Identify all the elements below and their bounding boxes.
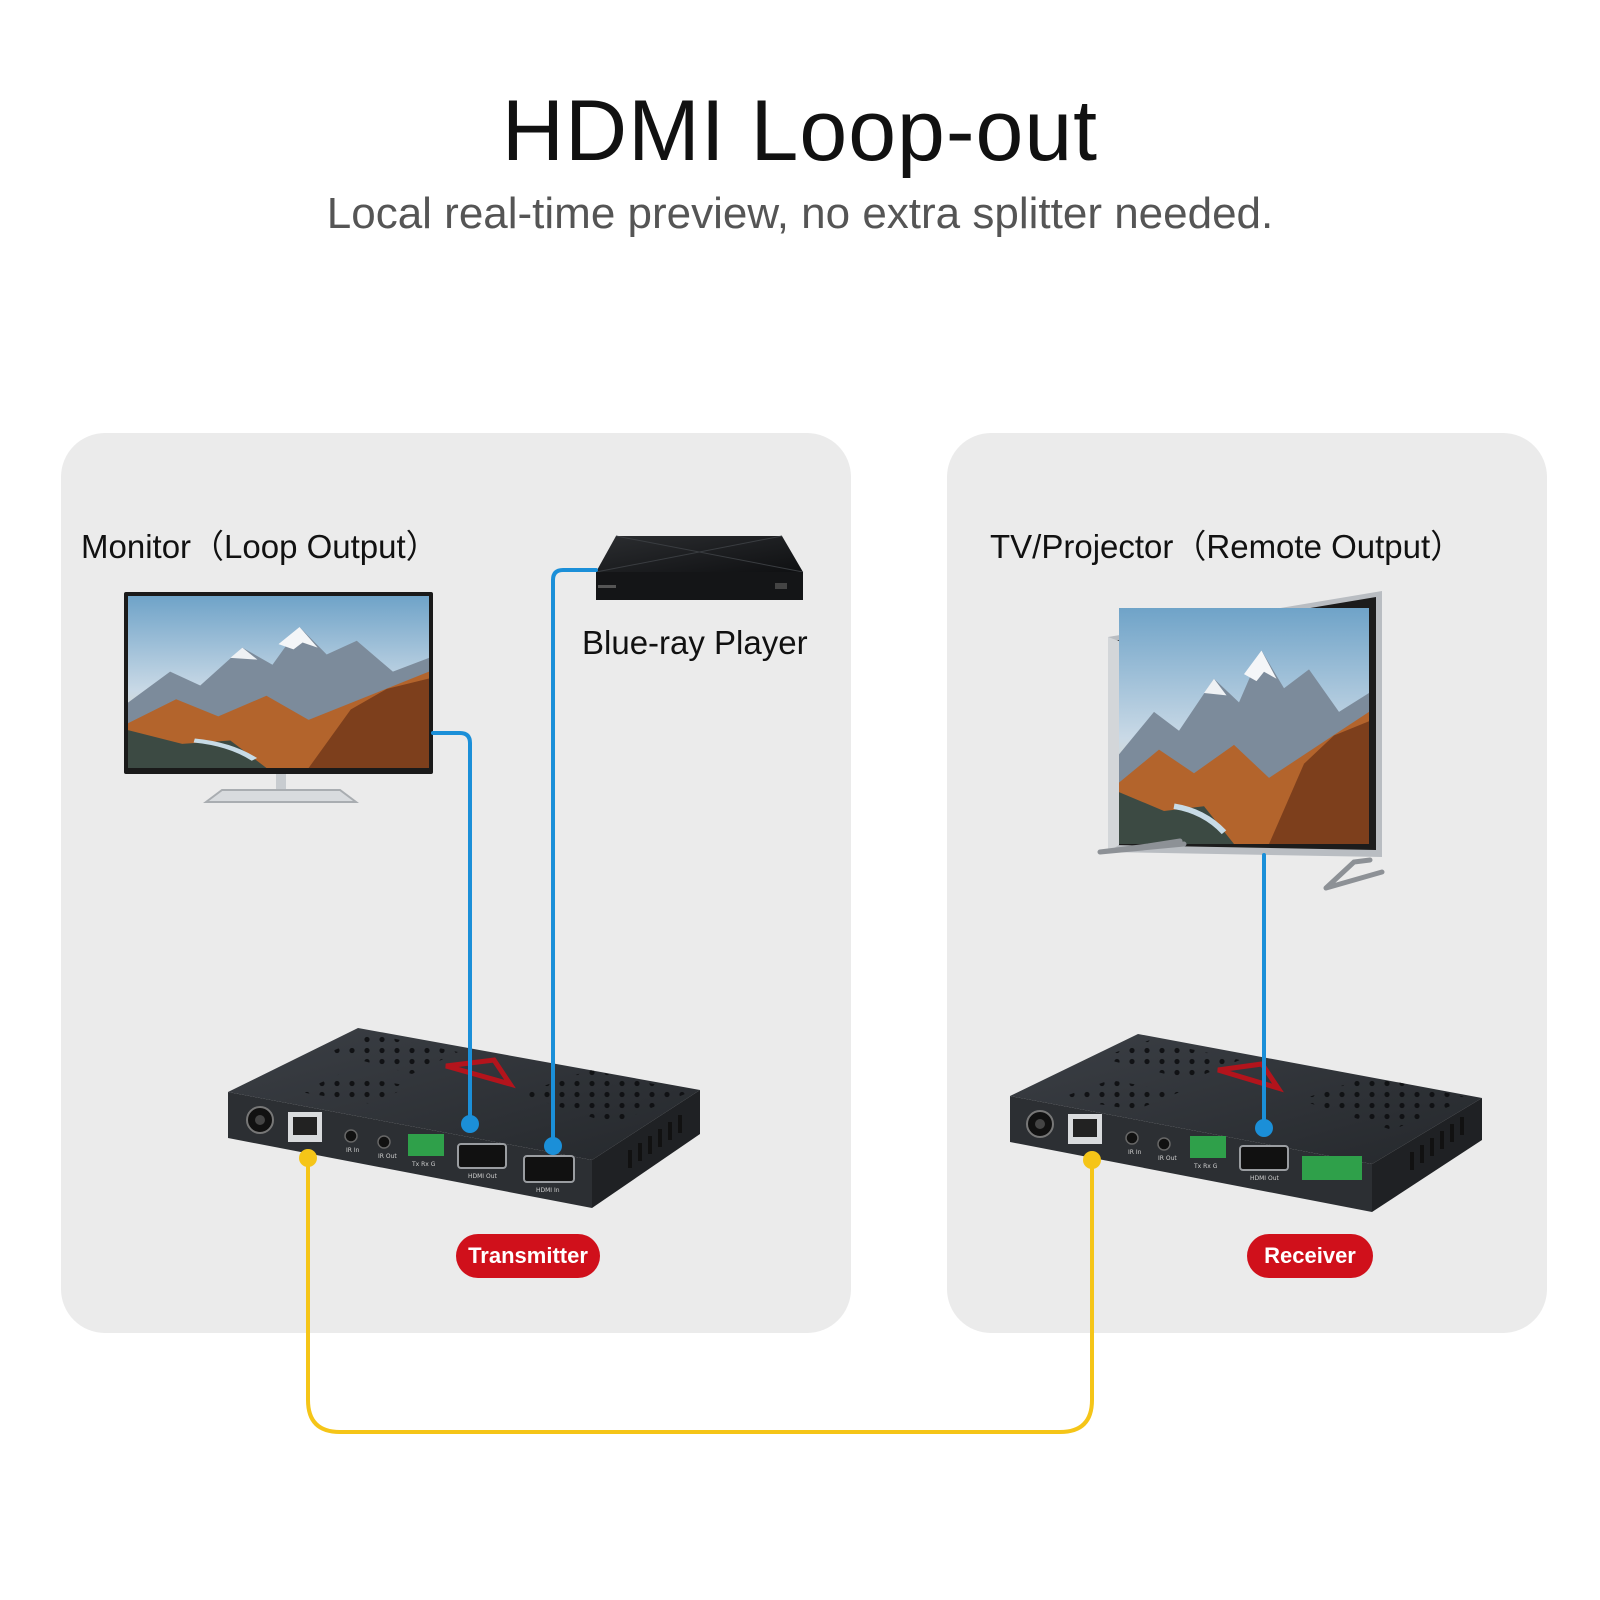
- tx-port-label-ir-in: IR In: [346, 1147, 360, 1154]
- rx-port-label-rs232: Tx Rx G: [1193, 1163, 1218, 1170]
- page-title: HDMI Loop-out: [501, 83, 1099, 179]
- connection-points: [299, 1115, 1273, 1169]
- bluray-player-icon: [595, 535, 804, 600]
- tv-icon: [1097, 591, 1385, 891]
- hdmi-cable-bluray: [551, 568, 598, 1148]
- transmitter-badge: Transmitter: [456, 1234, 600, 1278]
- tx-port-label-hdmi-in: HDMI In: [536, 1187, 560, 1194]
- rx-port-label-ir-out: IR Out: [1158, 1155, 1177, 1162]
- monitor-icon: [124, 592, 433, 803]
- rx-port-label-hdmi-out: HDMI Out: [1250, 1175, 1280, 1182]
- tx-port-label-rs232: Tx Rx G: [411, 1161, 436, 1168]
- rx-port-label-ir-in: IR In: [1128, 1149, 1142, 1156]
- receiver-device: IR In IR Out Tx Rx G HDMI Out: [1010, 1034, 1482, 1212]
- tx-port-label-hdmi-out: HDMI Out: [468, 1173, 498, 1180]
- network-cable: [306, 1156, 1094, 1434]
- hdmi-cable-monitor: [431, 731, 472, 1126]
- monitor-label: Monitor（Loop Output）: [81, 528, 439, 565]
- page-subtitle: Local real-time preview, no extra splitt…: [326, 189, 1274, 238]
- tv-label: TV/Projector（Remote Output）: [990, 528, 1464, 565]
- transmitter-device: IR In IR Out Tx Rx G HDMI Out HDMI In: [228, 1028, 700, 1208]
- receiver-badge: Receiver: [1247, 1234, 1373, 1278]
- bluray-label: Blue-ray Player: [582, 624, 808, 661]
- tx-port-label-ir-out: IR Out: [378, 1153, 397, 1160]
